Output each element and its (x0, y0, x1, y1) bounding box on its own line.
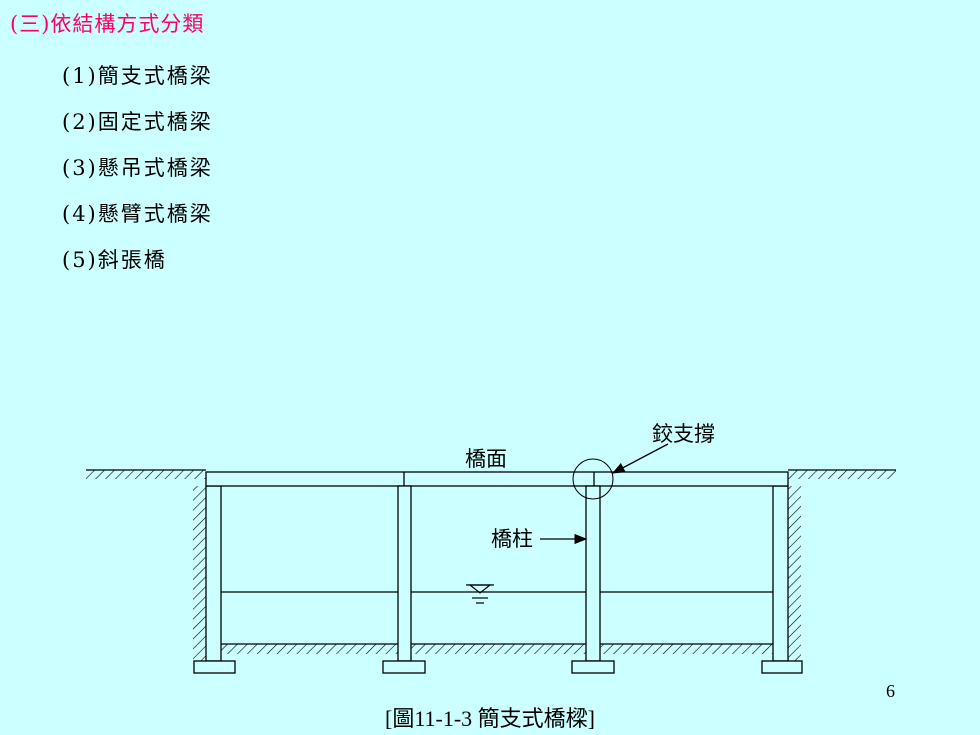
list-item: (5)斜張橋 (62, 248, 167, 272)
list-item: (1)簡支式橋梁 (62, 64, 213, 88)
bridge-deck (86, 469, 896, 487)
hinge-support-circle (572, 458, 614, 500)
figure-caption: [圖11-1-3 簡支式橋樑] (385, 706, 595, 731)
deck-label: 橋面 (465, 447, 507, 471)
page-number: 6 (886, 681, 895, 701)
pier-label: 橋柱 (491, 527, 533, 551)
water-level-icon (466, 584, 494, 604)
hinge-label: 鉸支撐 (652, 422, 715, 446)
hinge-arrow (611, 443, 669, 474)
list-item: (2)固定式橋梁 (62, 110, 213, 134)
ground-hatching (86, 470, 896, 661)
list-item: (3)懸吊式橋梁 (62, 156, 213, 180)
bridge-type-list: (1)簡支式橋梁 (2)固定式橋梁 (3)懸吊式橋梁 (4)懸臂式橋梁 (5)斜… (62, 58, 213, 288)
abutments (193, 485, 803, 674)
list-item: (4)懸臂式橋梁 (62, 202, 213, 226)
bridge-piers (382, 485, 615, 674)
section-heading: (三)依結構方式分類 (10, 12, 205, 36)
